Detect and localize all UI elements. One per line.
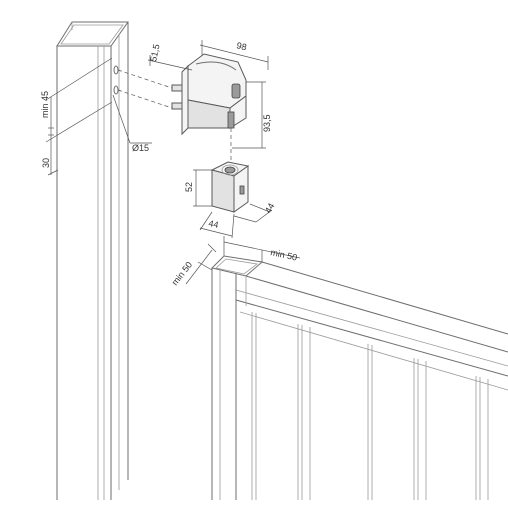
hinge-receiver <box>210 161 250 213</box>
dim-min50-right: min 50 <box>270 247 299 262</box>
dim-52: 52 <box>184 182 194 192</box>
bolt-hole-lower <box>113 85 119 95</box>
dim-30: 30 <box>41 158 51 168</box>
receiver-dimension-lines <box>193 169 273 239</box>
left-post <box>56 21 129 500</box>
dim-93-5: 93,5 <box>262 114 272 132</box>
dim-min50-left: min 50 <box>170 260 195 287</box>
post-dimension-lines <box>45 57 173 176</box>
gate-dimension-lines <box>185 236 301 285</box>
dim-hole-diameter: Ø15 <box>132 143 149 153</box>
hinge-dimension-lines <box>147 40 269 170</box>
hinge-bracket <box>171 53 247 136</box>
bolt-hole-upper <box>113 65 119 75</box>
dim-51-5: 51,5 <box>148 43 161 62</box>
dim-44-bottom: 44 <box>208 218 220 230</box>
dim-98: 98 <box>236 40 248 52</box>
dim-min45: min 45 <box>40 91 50 118</box>
gate-frame <box>211 255 508 500</box>
dim-44-side: 44 <box>263 201 277 215</box>
